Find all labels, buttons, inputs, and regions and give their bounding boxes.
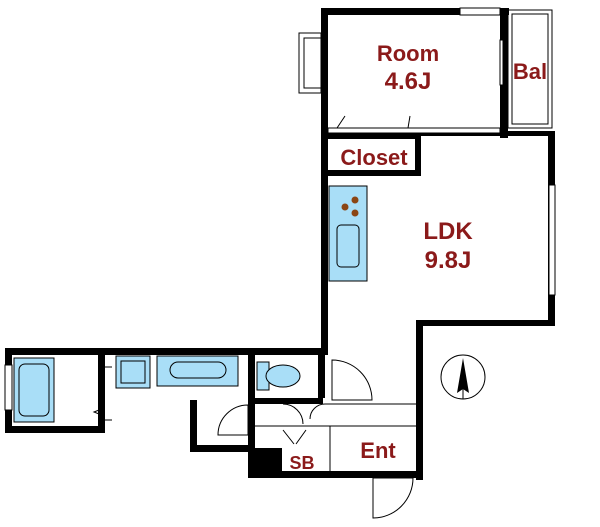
fixtures xyxy=(13,185,368,423)
windows xyxy=(4,7,556,411)
shoe-box-label: SB xyxy=(289,453,314,473)
balcony-label: Bal xyxy=(513,59,547,84)
kitchen-sink xyxy=(336,224,360,268)
ldk-size-label: 9.8J xyxy=(425,247,472,274)
entrance-label: Ent xyxy=(360,438,396,463)
ldk-name-label: LDK xyxy=(423,218,473,245)
stove-burner-icon xyxy=(341,203,349,211)
labels: Room 4.6J Bal Closet LDK 9.8J SB Ent xyxy=(289,41,547,473)
room-name-label: Room xyxy=(377,41,439,66)
north-arrow-icon xyxy=(440,354,486,400)
stove-burner-icon xyxy=(351,196,359,204)
doors xyxy=(217,115,414,519)
stove-burner-icon xyxy=(351,209,359,217)
room-size-label: 4.6J xyxy=(385,68,432,95)
toilet-bowl xyxy=(265,364,301,388)
closet-label: Closet xyxy=(340,145,408,170)
